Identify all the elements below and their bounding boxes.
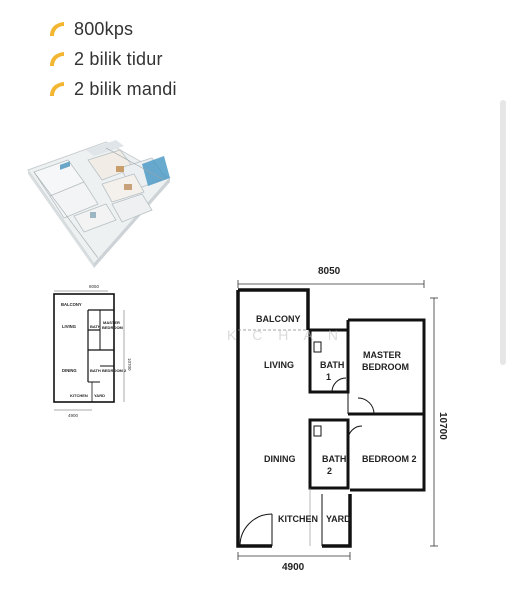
watermark: N I K K C H A N	[226, 327, 344, 343]
feature-text: 800kps	[74, 18, 134, 39]
small-label-dining: DINING	[62, 368, 77, 373]
label-yard: YARD	[326, 514, 351, 524]
label-bath2: BATH	[322, 454, 346, 464]
gold-swoosh-icon	[50, 52, 64, 66]
large-floorplan: 8050 BALCONY LIVING BATH 1 MASTER BEDROO…	[226, 266, 448, 573]
small-label-master: MASTER	[103, 320, 120, 325]
feature-list: 800kps 2 bilik tidur 2 bilik mandi	[48, 14, 177, 104]
label-living: LIVING	[264, 360, 294, 370]
label-kitchen: KITCHEN	[278, 514, 318, 524]
feature-text: 2 bilik mandi	[74, 78, 177, 99]
dim-height: 10700	[437, 412, 448, 440]
small-dim-bottom: 4900	[68, 413, 79, 418]
dim-bottom: 4900	[282, 562, 305, 573]
label-balcony: BALCONY	[256, 314, 301, 324]
small-label-yard: YARD	[94, 393, 105, 398]
feature-text: 2 bilik tidur	[74, 48, 163, 69]
label-bath1: BATH	[320, 360, 344, 370]
small-label-balcony: BALCONY	[61, 302, 82, 307]
gold-swoosh-icon	[50, 82, 64, 96]
small-label-kitchen: KITCHEN	[70, 393, 88, 398]
label-bath1-num: 1	[326, 372, 331, 382]
label-dining: DINING	[264, 454, 296, 464]
label-master-bedroom: BEDROOM	[362, 362, 409, 372]
label-master: MASTER	[363, 350, 402, 360]
gold-swoosh-icon	[50, 22, 64, 36]
small-floorplan: 8050 BALCONY LIVING BATH MASTER BEDROOM …	[53, 284, 132, 418]
small-dim-right: 10700	[127, 358, 132, 371]
feature-item-size: 800kps	[48, 14, 177, 44]
label-bedroom2: BEDROOM 2	[362, 454, 417, 464]
feature-item-bedrooms: 2 bilik tidur	[48, 44, 177, 74]
label-bath2-num: 2	[327, 466, 332, 476]
small-label-living: LIVING	[62, 324, 76, 329]
isometric-floorplan-image	[27, 140, 171, 268]
small-label-master-b: BEDROOM	[102, 325, 124, 330]
small-label-bath1: BATH	[90, 324, 101, 329]
feature-item-bathrooms: 2 bilik mandi	[48, 74, 177, 104]
small-label-bath2: BATH	[90, 368, 101, 373]
scrollbar-thumb[interactable]	[500, 100, 506, 365]
small-label-bedroom2: BEDROOM 2	[102, 368, 127, 373]
small-dim-top: 8050	[89, 284, 100, 289]
dim-width: 8050	[318, 266, 341, 277]
